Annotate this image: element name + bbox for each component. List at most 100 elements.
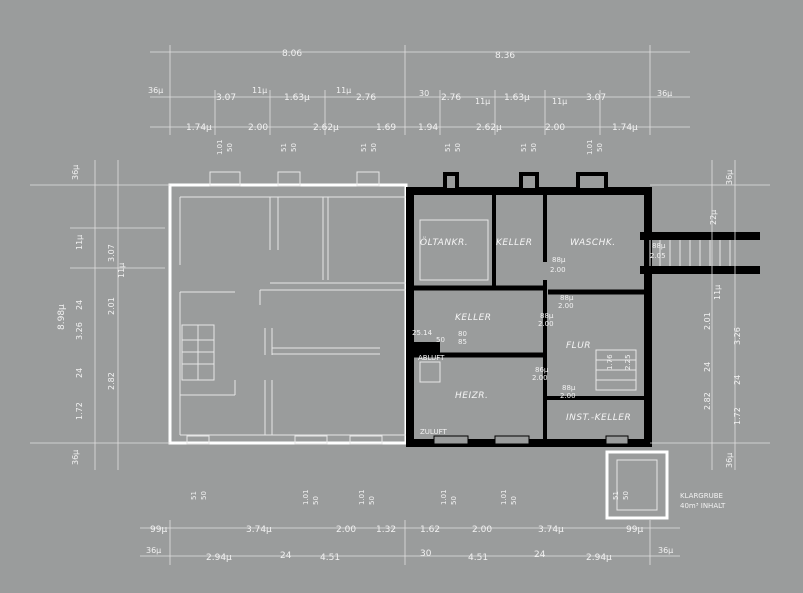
top-dim-total-right: 8.36 <box>495 51 515 61</box>
window-label: 1.01 <box>500 489 508 505</box>
right-dim: 22µ <box>709 210 718 225</box>
dim-label: 30 <box>420 549 432 559</box>
dim-label: 4.51 <box>468 553 488 563</box>
dim-label: 1.74µ <box>186 123 212 133</box>
dim-label: 2.76 <box>441 93 461 103</box>
right-dim: 3.26 <box>733 327 742 345</box>
dim-label: 1.94 <box>418 123 438 133</box>
right-dim: 36µ <box>725 170 734 185</box>
window-label: 50 <box>290 143 298 152</box>
top-dim-total-left: 8.06 <box>282 49 302 59</box>
dim-label: 2.94µ <box>206 553 232 563</box>
door-label: 88µ <box>560 294 574 302</box>
dim-label: 1.69 <box>376 123 396 133</box>
room-keller-1: KELLER <box>496 238 533 248</box>
zuluft-label: ZULUFT <box>420 428 447 436</box>
right-dim: 11µ <box>713 285 722 300</box>
window-label: 51 <box>190 491 198 500</box>
dim-label: 11µ <box>552 97 567 106</box>
door-label: 2.00 <box>538 320 554 328</box>
right-dim: 24 <box>733 375 742 385</box>
left-dim: 1.72 <box>75 402 84 420</box>
right-dim: 24 <box>703 362 712 372</box>
window-label: 50 <box>368 496 376 505</box>
dim-label: 11µ <box>475 97 490 106</box>
left-dim: 3.26 <box>75 322 84 340</box>
room-oeltank: ÖLTANKR. <box>420 237 468 248</box>
door-label: 88µ <box>562 384 576 392</box>
dim-label: 2.62µ <box>476 123 502 133</box>
dim-label: 1.63µ <box>284 93 310 103</box>
door-label: 2.00 <box>560 392 576 400</box>
heiz-note: 50 <box>436 336 445 344</box>
left-dim: 3.07 <box>107 244 116 262</box>
left-dimension-lines <box>30 160 170 470</box>
dim-label: 2.00 <box>336 525 356 535</box>
dim-label: 1.62 <box>420 525 440 535</box>
room-heizr: HEIZR. <box>455 391 488 401</box>
window-label: 50 <box>510 496 518 505</box>
heiz-note: 85 <box>458 338 467 346</box>
left-dim: 36µ <box>71 165 80 180</box>
room-keller-2: KELLER <box>455 313 492 323</box>
abluft-label: ABLUFT <box>418 354 445 362</box>
dim-label: 2.00 <box>248 123 268 133</box>
right-dim: 2.82 <box>703 392 712 410</box>
dim-label: 3.07 <box>586 93 606 103</box>
klargrube-label: KLARGRUBE <box>680 492 723 500</box>
dim-label: 2.00 <box>472 525 492 535</box>
dim-label: 36µ <box>146 546 161 555</box>
dim-label: 4.51 <box>320 553 340 563</box>
dim-label: 1.32 <box>376 525 396 535</box>
bottom-window-labels: 51 50 1.01 50 1.01 50 1.01 50 1.01 50 51… <box>190 489 630 505</box>
room-waschk: WASCHK. <box>570 238 616 248</box>
flur-note: 1.76 <box>606 354 614 370</box>
window-label: 50 <box>454 143 462 152</box>
window-label: 50 <box>370 143 378 152</box>
left-dim: 24 <box>75 300 84 310</box>
window-label: 50 <box>530 143 538 152</box>
window-label: 1.01 <box>302 489 310 505</box>
window-label: 1.01 <box>586 139 594 155</box>
door-label: 2.00 <box>532 374 548 382</box>
door-label: 2.00 <box>558 302 574 310</box>
door-label: 88µ <box>540 312 554 320</box>
left-dim: 11µ <box>117 263 126 278</box>
door-label: 88µ <box>552 256 566 264</box>
right-building-walls <box>406 172 760 447</box>
window-label: 1.01 <box>216 139 224 155</box>
room-flur: FLUR <box>566 341 591 351</box>
window-label: 50 <box>622 491 630 500</box>
heiz-note: 25.14 <box>412 329 433 337</box>
top-window-labels: 1.01 50 51 50 51 50 51 50 51 50 1.01 50 <box>216 139 604 155</box>
window-label: 50 <box>226 143 234 152</box>
dim-label: 99µ <box>150 525 167 535</box>
window-label: 50 <box>200 491 208 500</box>
dim-label: 3.74µ <box>246 525 272 535</box>
dim-label: 3.74µ <box>538 525 564 535</box>
window-label: 51 <box>444 143 452 152</box>
right-dim: 2.01 <box>703 312 712 330</box>
dim-label: 2.62µ <box>313 123 339 133</box>
window-label: 1.01 <box>358 489 366 505</box>
dim-label: 1.63µ <box>504 93 530 103</box>
left-dim: 24 <box>75 368 84 378</box>
right-dim: 1.72 <box>733 407 742 425</box>
left-dim: 2.82 <box>107 372 116 390</box>
door-label: 2.05 <box>650 252 666 260</box>
window-label: 1.01 <box>440 489 448 505</box>
window-label: 51 <box>612 491 620 500</box>
window-label: 51 <box>360 143 368 152</box>
bottom-dim-row-1: 99µ 3.74µ 2.00 1.32 1.62 2.00 3.74µ 99µ <box>150 525 643 535</box>
left-dim: 2.01 <box>107 297 116 315</box>
dim-label: 36µ <box>148 86 163 95</box>
dim-label: 11µ <box>252 86 267 95</box>
window-label: 50 <box>312 496 320 505</box>
window-label: 51 <box>520 143 528 152</box>
dim-label: 11µ <box>336 86 351 95</box>
top-dimension-lines <box>150 45 690 135</box>
dim-label: 36µ <box>657 89 672 98</box>
klargrube <box>605 450 669 520</box>
